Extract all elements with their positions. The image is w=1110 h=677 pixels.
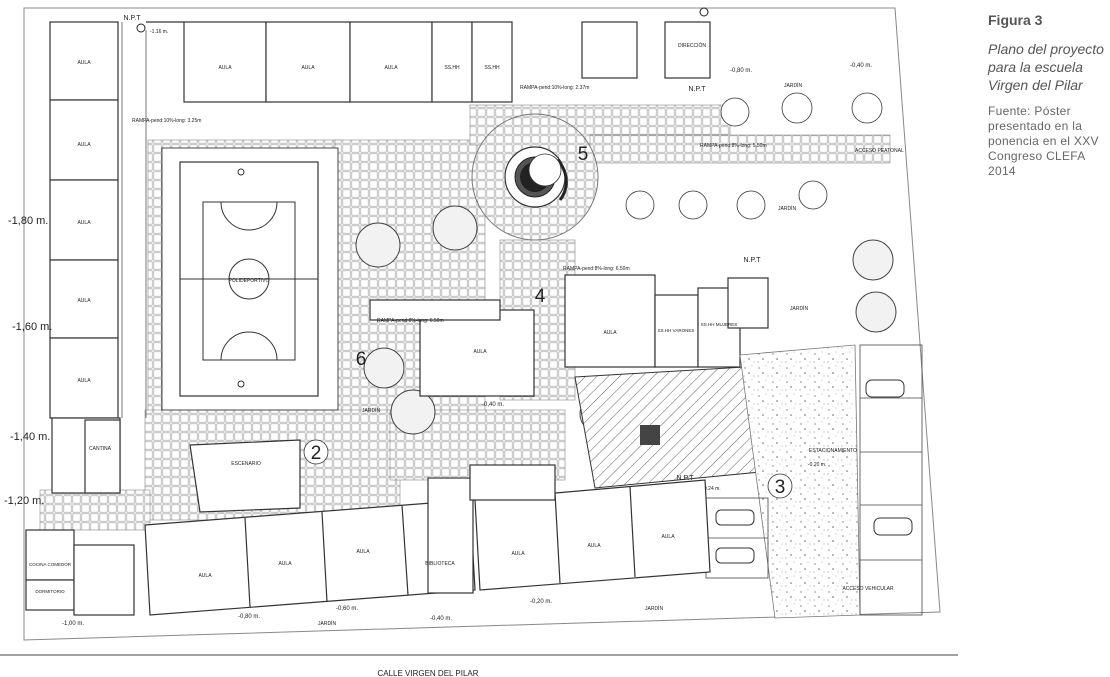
level-marker: [136, 23, 146, 33]
figure-source: Fuente: Póster presentado en la ponencia…: [988, 104, 1099, 178]
label-npt-parking: N.P.T: [677, 475, 695, 482]
parking-gravel: [739, 344, 861, 619]
playground-structure: [640, 425, 660, 445]
marker-2: 2: [311, 443, 322, 464]
label-npt-ne: N.P.T: [689, 86, 707, 93]
label-npt-center: N.P.T: [744, 257, 762, 264]
label-direccion: DIRECCIÓN: [678, 42, 706, 49]
sports-court: [161, 147, 339, 411]
label-jardin-ne: JARDÍN: [784, 82, 802, 89]
label-jardin-w: JARDÍN: [362, 407, 380, 414]
cars: [715, 379, 913, 564]
kitchen-block: [25, 529, 135, 616]
label-level-060-s: -0,60 m.: [336, 606, 358, 612]
site-plan-drawing: POLIDEPORTIVO AULA AULA AULA AULA AULA A…: [0, 7, 958, 677]
label-ramp-2: RAMPA-pend:10%-long: 2.37m: [520, 85, 589, 91]
label-level-024: 0.24 m.: [704, 486, 721, 492]
label-aula-s2: AULA: [278, 561, 292, 567]
label-aula-s4: AULA: [511, 551, 525, 557]
label-aula-w5: AULA: [77, 378, 91, 384]
west-classroom-block: [49, 21, 119, 419]
label-aula-c1: AULA: [603, 330, 617, 336]
label-level-180: -1,80 m.: [8, 215, 48, 227]
marker-5: 5: [578, 144, 589, 165]
label-aula-w4: AULA: [77, 298, 91, 304]
site-boundary: [23, 7, 941, 641]
label-sshh-n1: SS.HH: [444, 65, 460, 71]
label-ramp-3: RAMPA-pend:8%-long: 6.50m: [563, 266, 630, 272]
label-estacionamiento: ESTACIONAMIENTO: [809, 448, 857, 454]
label-level-116-top: -1.16 m.: [150, 29, 168, 35]
label-level-040-c: -0,40 m.: [482, 402, 504, 408]
label-escenario: ESCENARIO: [231, 461, 261, 467]
label-aula-n2: AULA: [301, 65, 315, 71]
marker-3-circle: [767, 473, 793, 499]
label-level-160: -1,60 m.: [12, 321, 52, 333]
label-aula-w3: AULA: [77, 220, 91, 226]
label-level-040-ne: -0,40 m.: [850, 63, 872, 69]
label-sshh-mujeres: SS.HH MUJERES: [701, 322, 738, 327]
north-classroom-block: [183, 21, 711, 103]
caption-panel: Figura 3 Plano del proyecto para la escu…: [988, 12, 1106, 179]
label-sshh-n2: SS.HH: [484, 65, 500, 71]
palm-trees: [528, 153, 562, 187]
label-ramp-1: RAMPA-pend:10%-long: 3.25m: [132, 118, 201, 124]
label-aula-s3: AULA: [356, 549, 370, 555]
central-classroom-block: [369, 274, 769, 397]
label-jardin-e: JARDÍN: [790, 305, 808, 312]
figure-title: Plano del proyecto para la escuela Virge…: [988, 41, 1104, 93]
label-aula-s5: AULA: [587, 543, 601, 549]
label-dormitorio: DORMITORIO: [35, 589, 65, 594]
label-sshh-varones: SS.HH VARONES: [658, 328, 695, 333]
label-level-140: -1,40 m.: [10, 431, 50, 443]
label-ramp-5: RAMPA-pend:8%-long: 5.50m: [700, 143, 767, 149]
label-ramp-4: RAMPA-pend:8%-long: 6.50m: [377, 318, 444, 324]
level-marker: [699, 7, 709, 17]
label-level-020-p: -0.20 m.: [808, 462, 826, 468]
label-aula-c2: AULA: [473, 349, 487, 355]
label-jardin-mid: JARDÍN: [778, 205, 796, 212]
shrub-trees: [355, 205, 897, 435]
playground: [574, 366, 761, 489]
label-level-100: -1,00 m.: [62, 621, 84, 627]
label-npt-top: N.P.T: [124, 15, 142, 22]
marker-4: 4: [535, 286, 546, 307]
trees: [625, 92, 883, 220]
marker-2-circle: [303, 439, 329, 465]
label-level-080-ne: -0,80 m.: [730, 68, 752, 74]
parking-stalls: [705, 344, 923, 616]
label-aula-n3: AULA: [384, 65, 398, 71]
label-cantina: CANTINA: [89, 446, 112, 452]
label-jardin-s1: JARDÍN: [318, 620, 336, 627]
cantina-block: [51, 417, 121, 494]
marker-6: 6: [356, 349, 367, 370]
label-aula-s1: AULA: [198, 573, 212, 579]
street-label: CALLE VIRGEN DEL PILAR: [377, 669, 478, 677]
label-aula-s6: AULA: [661, 534, 675, 540]
label-level-080-s: -0,80 m.: [238, 614, 260, 620]
figure-label: Figura 3: [988, 12, 1043, 28]
label-polideportivo: POLIDEPORTIVO: [229, 278, 270, 284]
label-level-120: -1,20 m.: [4, 495, 44, 507]
label-aula-w2: AULA: [77, 142, 91, 148]
label-jardin-s2: JARDÍN: [645, 605, 663, 612]
label-aula-n1: AULA: [218, 65, 232, 71]
stage: [189, 439, 301, 513]
label-level-020-s: -0,20 m.: [530, 599, 552, 605]
label-acceso-peatonal: ACCESO PEATONAL: [855, 148, 904, 154]
label-acceso-vehicular: ACCESO VEHICULAR: [842, 586, 894, 592]
label-level-040-s: -0,40 m.: [430, 616, 452, 622]
marker-3: 3: [775, 477, 786, 498]
label-aula-w1: AULA: [77, 60, 91, 66]
label-biblioteca: BIBLIOTECA: [425, 561, 455, 567]
label-cocina-comedor: COCINA COMEDOR: [29, 562, 72, 567]
south-classroom-block: [144, 464, 711, 616]
